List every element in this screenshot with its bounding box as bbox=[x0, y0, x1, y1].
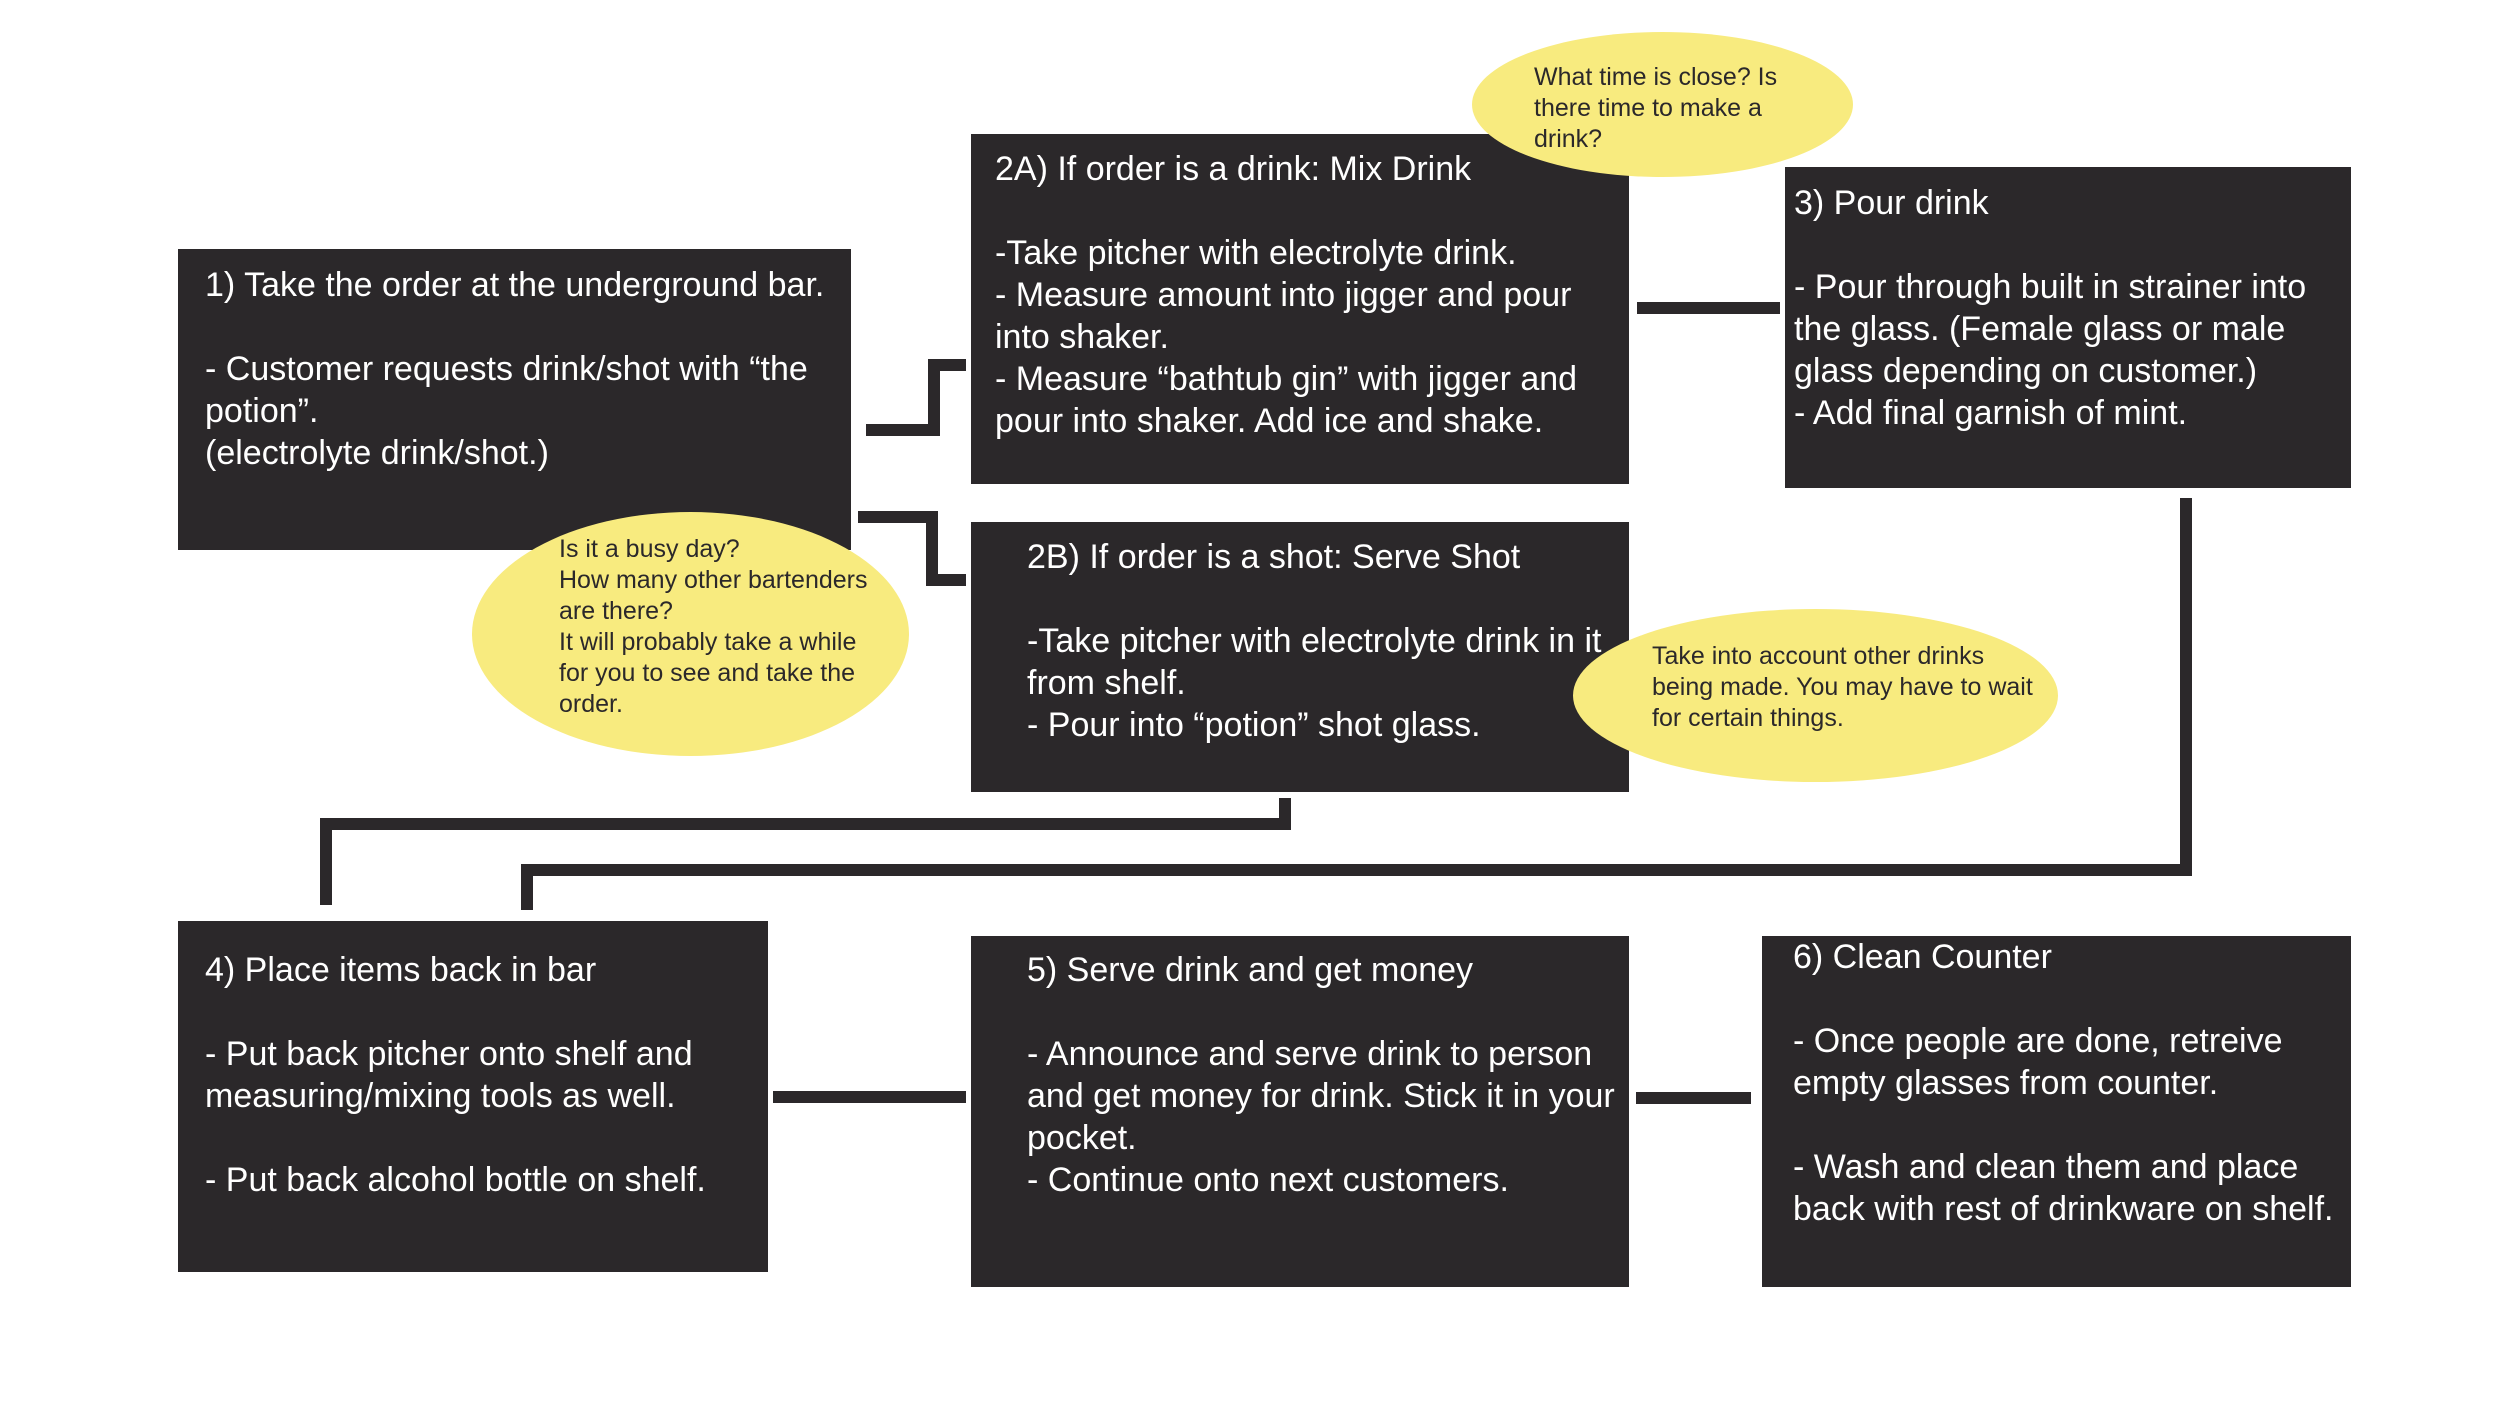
step-2b-serve-shot: 2B) If order is a shot: Serve Shot -Take… bbox=[971, 522, 1629, 792]
connector-1-to-2b bbox=[858, 511, 966, 586]
connector-2b-to-4 bbox=[320, 798, 1291, 905]
note-other-drinks: Take into account other drinks being mad… bbox=[1573, 609, 2058, 782]
step-4-place-items-back: 4) Place items back in bar - Put back pi… bbox=[178, 921, 768, 1272]
note-busy-day: Is it a busy day? How many other bartend… bbox=[472, 512, 909, 756]
step-3-pour-drink: 3) Pour drink - Pour through built in st… bbox=[1785, 167, 2351, 488]
step-1-take-order: 1) Take the order at the underground bar… bbox=[178, 249, 851, 550]
note-close-time: What time is close? Is there time to mak… bbox=[1472, 32, 1853, 177]
connector-1-to-2a bbox=[866, 359, 966, 436]
step-2a-mix-drink: 2A) If order is a drink: Mix Drink -Take… bbox=[971, 134, 1629, 484]
step-5-serve-and-get-money: 5) Serve drink and get money - Announce … bbox=[971, 936, 1629, 1287]
step-6-clean-counter: 6) Clean Counter - Once people are done,… bbox=[1762, 936, 2351, 1287]
connector-3-to-4 bbox=[521, 498, 2192, 910]
